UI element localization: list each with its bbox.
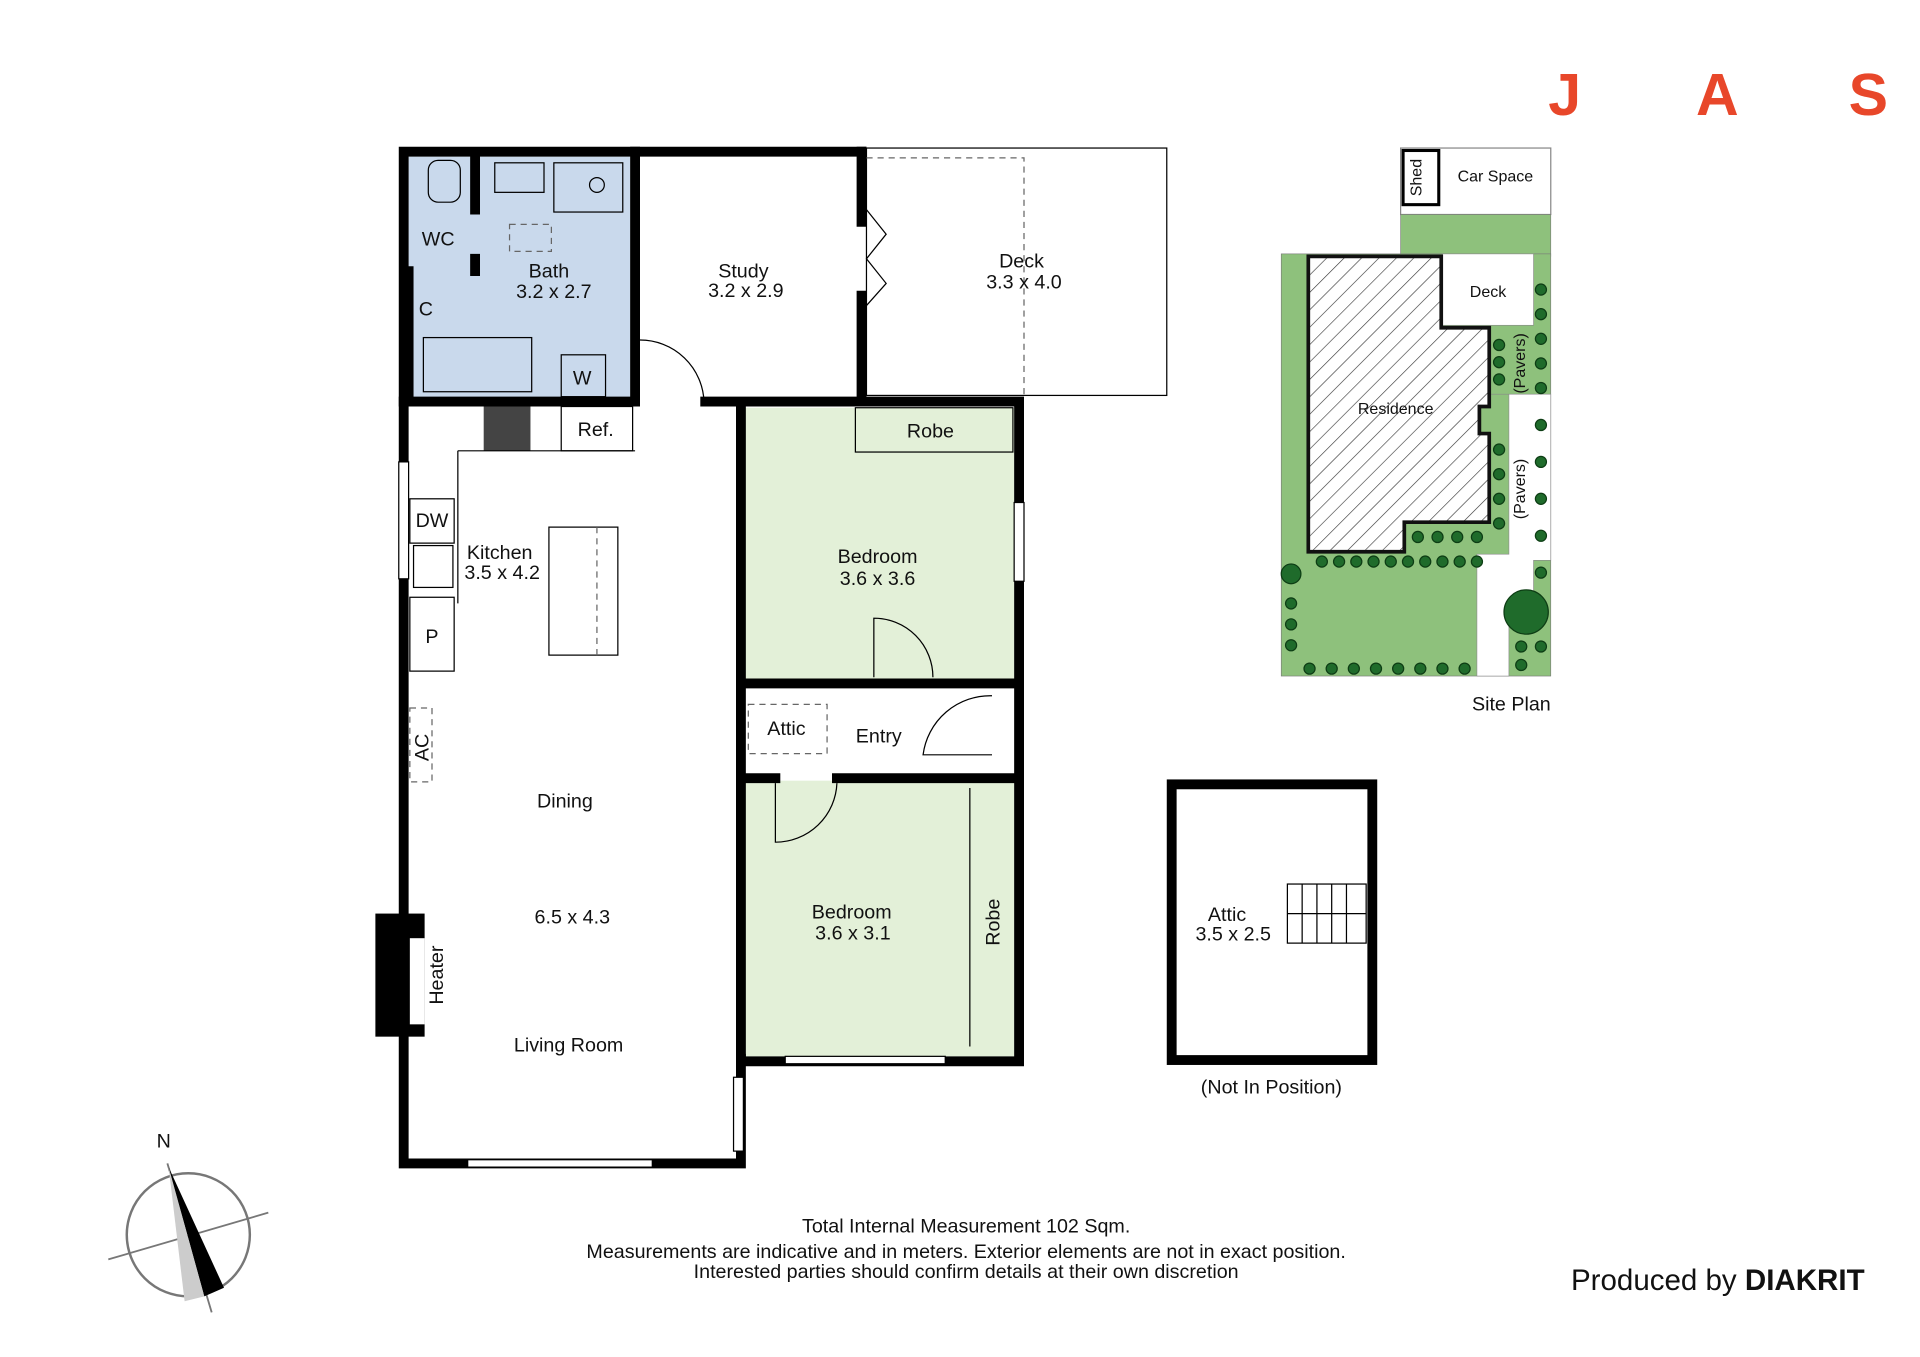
bath-fill (408, 156, 631, 398)
site-pavers-label-2: (Pavers) (1512, 459, 1529, 519)
compass-north-label: N (157, 1130, 171, 1152)
brand-letter-s: S (1849, 62, 1888, 128)
shed (1401, 148, 1441, 207)
deck-size: 3.3 x 4.0 (986, 271, 1062, 293)
robe2-label: Robe (982, 899, 1004, 946)
ref-label: Ref. (578, 419, 614, 441)
dining-label: Dining (537, 791, 593, 813)
site-deck-label: Deck (1470, 284, 1507, 301)
wc-label: WC (422, 228, 455, 250)
attic-hatch-label: Attic (767, 718, 805, 740)
attic-size: 3.5 x 2.5 (1195, 924, 1271, 946)
producer-credit: Produced by DIAKRIT (1571, 1264, 1865, 1297)
site-shed-label: Shed (1409, 159, 1426, 196)
ac-label: AC (411, 734, 433, 761)
bath-label: Bath (529, 260, 570, 282)
trees-icon (1280, 283, 1549, 675)
bedroom1-label: Bedroom (838, 546, 918, 568)
deck-outline (865, 147, 1168, 397)
residence-footprint (1306, 254, 1492, 554)
bedroom2-size: 3.6 x 3.1 (815, 922, 891, 944)
site-pavers-label-1: (Pavers) (1512, 333, 1529, 393)
heater-unit (409, 938, 425, 1025)
site-plan (1280, 147, 1552, 677)
brand-letter-a: A (1696, 62, 1739, 128)
study-size: 3.2 x 2.9 (708, 280, 784, 302)
site-car-space-label: Car Space (1458, 168, 1534, 185)
pantry-label: P (425, 626, 438, 648)
heater-label: Heater (426, 945, 448, 1005)
disclaimer-line-2: Interested parties should confirm detail… (694, 1261, 1239, 1283)
bath-size: 3.2 x 2.7 (516, 281, 592, 303)
cupboard-label: C (419, 298, 433, 320)
site-plan-title: Site Plan (1472, 694, 1551, 716)
robe-label: Robe (907, 420, 954, 442)
bedroom2-label: Bedroom (812, 901, 892, 923)
bedroom1-size: 3.6 x 3.6 (840, 568, 916, 590)
produced-by-label: Produced by (1571, 1264, 1737, 1297)
washer-label: W (573, 367, 592, 389)
attic-note: (Not In Position) (1201, 1076, 1342, 1098)
deck-dashed (866, 157, 1025, 396)
disclaimer-line-1: Measurements are indicative and in meter… (586, 1241, 1345, 1263)
kitchen-size: 3.5 x 4.2 (464, 562, 540, 584)
fixtures (398, 159, 1025, 1168)
compass-icon (108, 1163, 269, 1313)
brand-letter-j: J (1548, 62, 1581, 128)
bedroom2-fill (740, 780, 1015, 1057)
kitchen-label: Kitchen (467, 542, 533, 564)
attic-label: Attic (1208, 904, 1246, 926)
brand-logo: J A S (1548, 62, 1888, 128)
attic-outline (1166, 779, 1378, 1065)
deck-label: Deck (999, 250, 1044, 272)
producer-name: DIAKRIT (1745, 1264, 1865, 1297)
living-size: 6.5 x 4.3 (535, 906, 611, 928)
site-residence-label: Residence (1358, 401, 1434, 418)
bedroom1-fill (740, 407, 1015, 679)
living-room-label: Living Room (514, 1034, 623, 1056)
attic-stairs (1286, 883, 1367, 944)
dishwasher-label: DW (416, 510, 449, 532)
entry-label: Entry (856, 726, 902, 748)
total-measurement: Total Internal Measurement 102 Sqm. (802, 1215, 1130, 1237)
study-label: Study (718, 260, 768, 282)
